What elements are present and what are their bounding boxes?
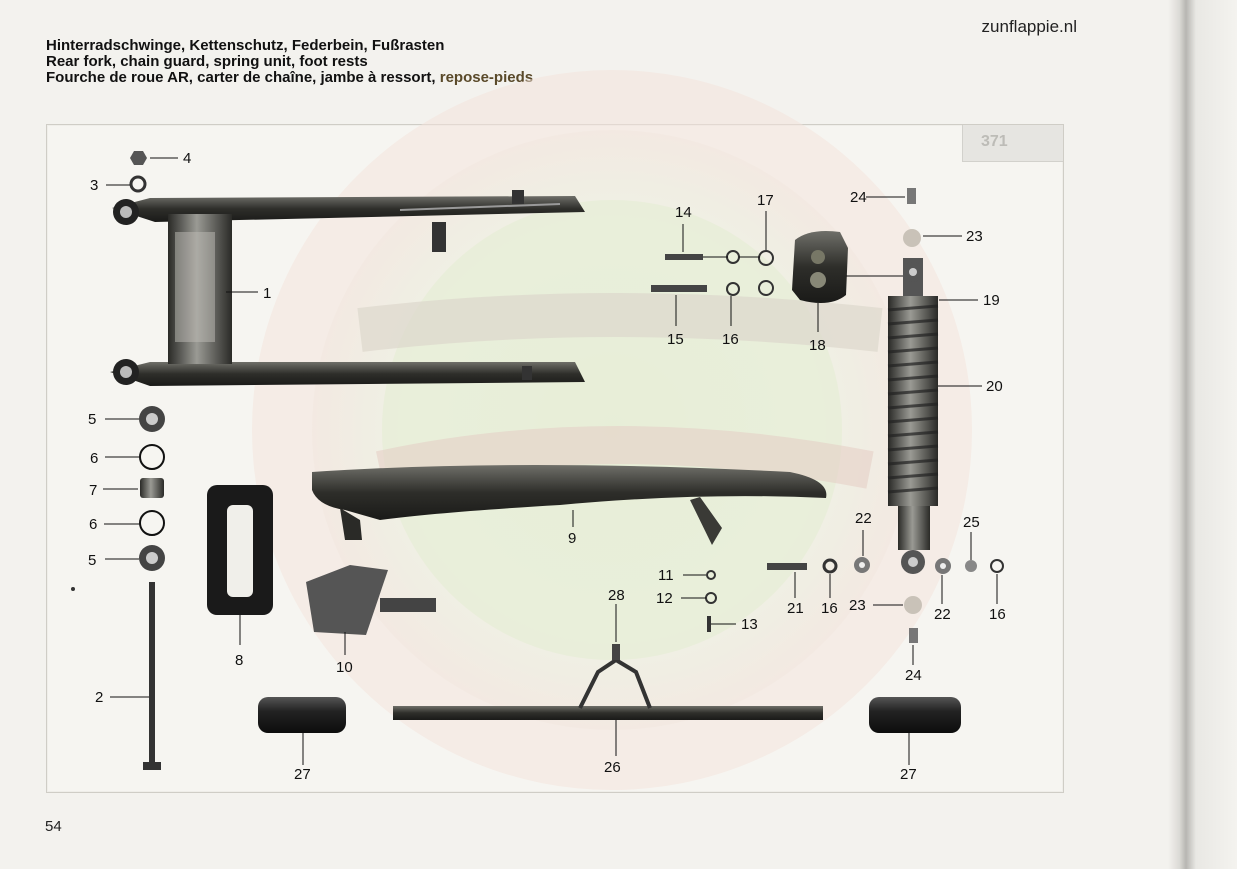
label-2: 2 [95,689,103,706]
speck [71,587,75,591]
part-number-labels: 4 3 1 5 6 7 6 5 2 8 9 10 11 12 13 14 15 … [88,150,1006,783]
label-19: 19 [983,292,1000,309]
label-5b: 5 [88,552,96,569]
label-20: 20 [986,378,1003,395]
footrest-rubber-left [258,697,346,733]
bearing-stack [139,406,165,571]
screw-13 [707,616,711,632]
footrest-rubber-right [869,697,961,733]
label-9: 9 [568,530,576,547]
lower-hardware [767,188,1004,643]
bracket-10 [306,565,436,635]
label-22b: 22 [934,606,951,623]
plate-tag: 371 [962,125,1063,162]
label-24a: 24 [850,189,867,206]
label-24b: 24 [905,667,922,684]
page-fold-shadow [1168,0,1182,869]
spring-unit-19-20 [887,258,939,574]
nut-4 [130,151,147,165]
rear-fork [110,190,585,386]
label-27b: 27 [900,766,917,783]
label-4: 4 [183,150,191,167]
page-number: 54 [45,818,62,835]
footrest-bar-26 [393,644,823,720]
title-french-accent: repose-pieds [435,69,534,86]
label-3: 3 [90,177,98,194]
label-15: 15 [667,331,684,348]
label-18: 18 [809,337,826,354]
label-16b: 16 [821,600,838,617]
label-23b: 23 [849,597,866,614]
label-13: 13 [741,616,758,633]
label-26: 26 [604,759,621,776]
rubber-frame-8 [207,485,273,615]
label-12: 12 [656,590,673,607]
label-14: 14 [675,204,692,221]
label-16a: 16 [722,331,739,348]
label-25: 25 [963,514,980,531]
global-classics-watermark [252,70,972,790]
label-27a: 27 [294,766,311,783]
label-1: 1 [263,285,271,302]
site-label: zunflappie.nl [981,17,1077,36]
plate-tag-label: 371 [981,133,1008,150]
washer-11 [706,570,716,580]
label-6b: 6 [89,516,97,533]
title-english: Rear fork, chain guard, spring unit, foo… [46,53,368,70]
label-8: 8 [235,652,243,669]
title-german: Hinterradschwinge, Kettenschutz, Federbe… [46,37,445,54]
title-french-main: Fourche de roue AR, carter de chaîne, ja… [46,69,436,86]
label-16c: 16 [989,606,1006,623]
next-page-edge [1180,0,1237,869]
label-21: 21 [787,600,804,617]
label-28: 28 [608,587,625,604]
label-11: 11 [658,567,674,584]
chain-guard-9 [312,465,827,545]
washer-3 [129,175,147,193]
label-5a: 5 [88,411,96,428]
label-10: 10 [336,659,353,676]
spindle-bolt-2 [143,582,161,770]
label-7: 7 [89,482,97,499]
label-17: 17 [757,192,774,209]
label-22a: 22 [855,510,872,527]
leader-lines [103,157,998,765]
title-french: Fourche de roue AR, carter de chaîne, ja… [46,70,533,86]
page-titles: Hinterradschwinge, Kettenschutz, Federbe… [46,38,533,86]
label-6a: 6 [90,450,98,467]
label-23a: 23 [966,228,983,245]
shock-mount-18 [792,231,848,304]
